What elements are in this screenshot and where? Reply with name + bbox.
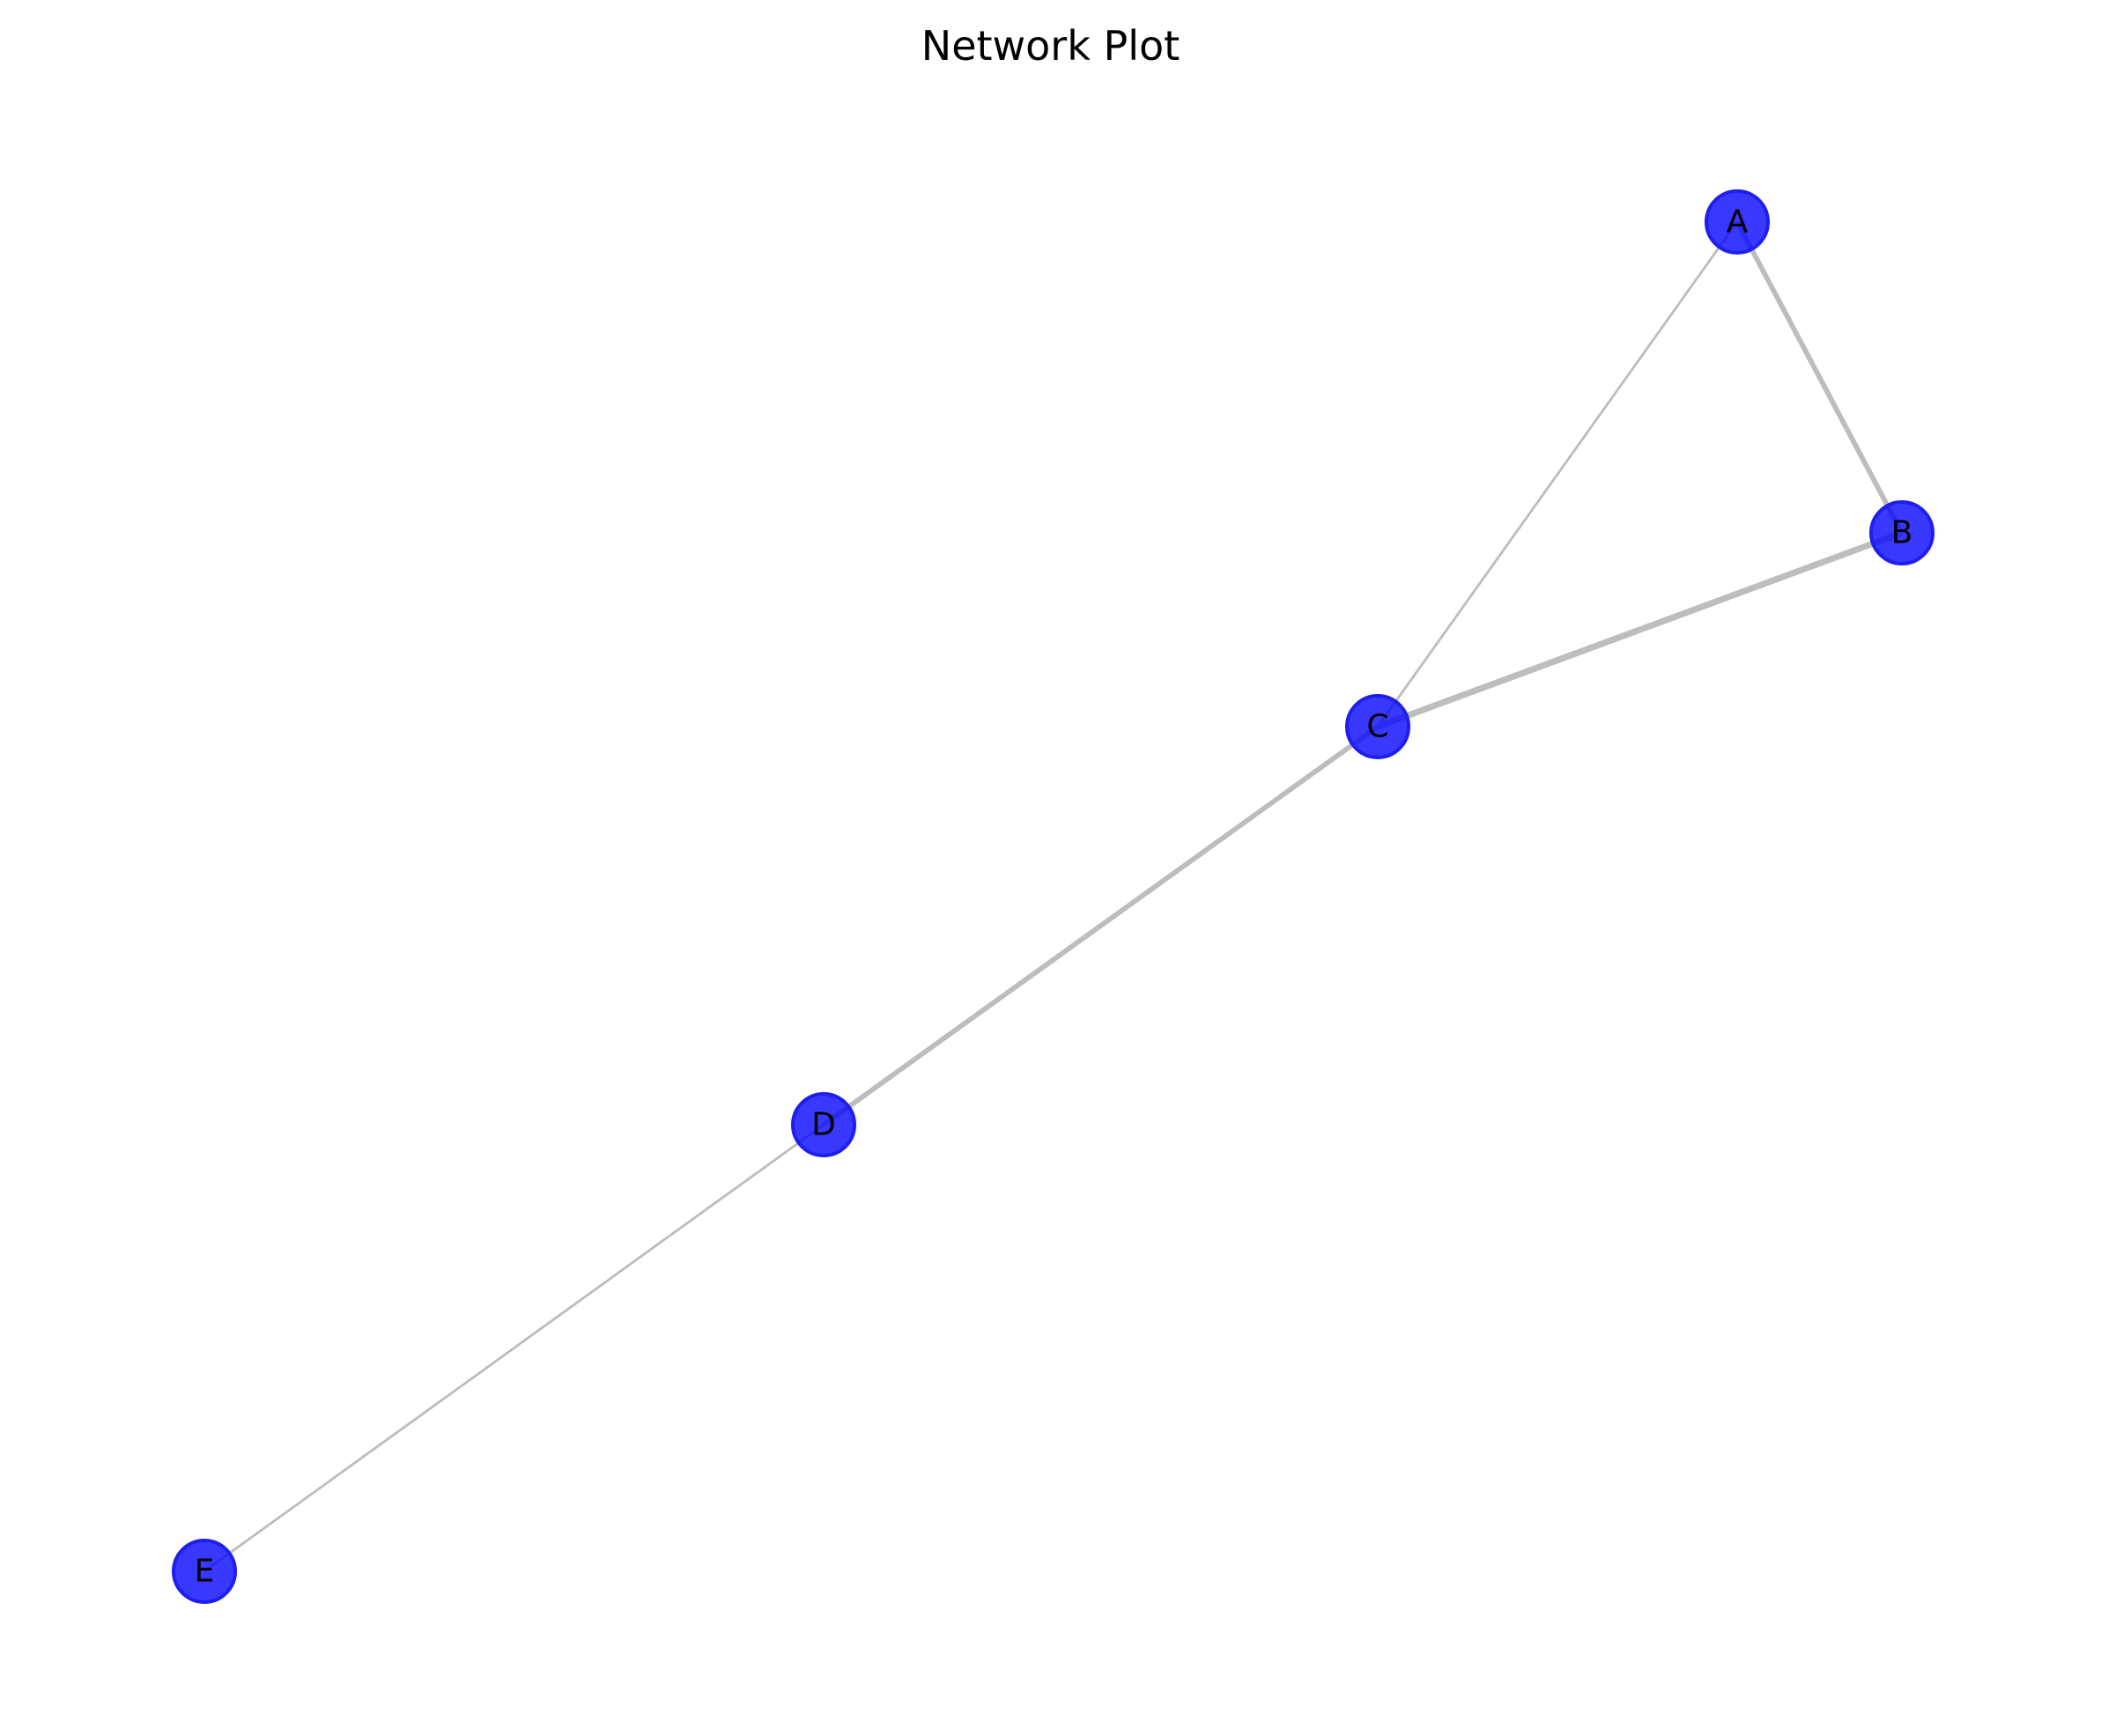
node-a: A <box>1705 189 1770 255</box>
node-circle-d <box>791 1092 856 1157</box>
node-e: E <box>172 1539 237 1604</box>
node-label-d: D <box>811 1107 836 1143</box>
edge-a-b <box>1735 220 1905 535</box>
node-circle-c <box>1345 694 1410 759</box>
node-circle-e <box>172 1539 237 1604</box>
node-c: C <box>1345 694 1410 759</box>
edge-b-c <box>1376 529 1904 730</box>
node-b: B <box>1869 500 1935 565</box>
plot-title: Network Plot <box>921 22 1180 70</box>
node-label-c: C <box>1366 709 1388 745</box>
node-label-e: E <box>195 1554 215 1590</box>
node-label-a: A <box>1727 204 1749 240</box>
edges-layer <box>203 220 1905 1573</box>
node-circle-a <box>1705 189 1770 255</box>
edge-a-c <box>1376 221 1739 728</box>
node-d: D <box>791 1092 856 1157</box>
node-circle-b <box>1869 500 1935 565</box>
nodes-layer: A B C D E <box>172 189 1935 1604</box>
node-label-b: B <box>1891 515 1913 551</box>
edge-d-e <box>203 1123 825 1573</box>
edge-c-d <box>822 724 1380 1127</box>
